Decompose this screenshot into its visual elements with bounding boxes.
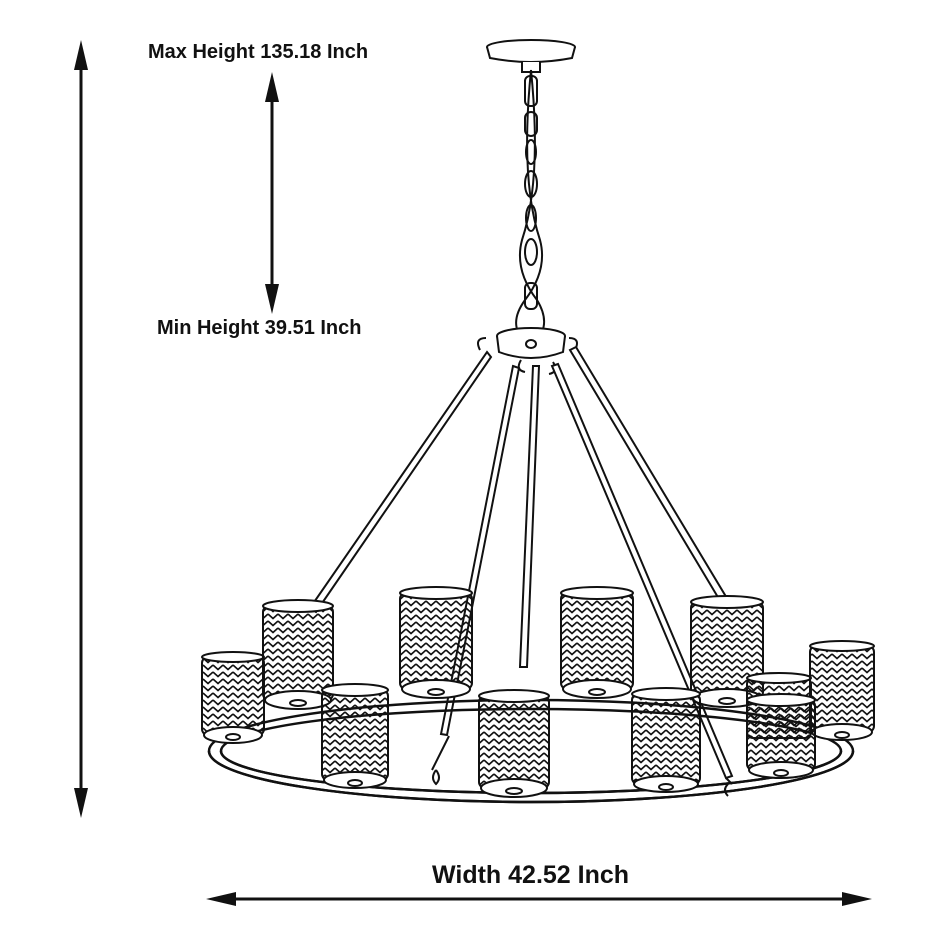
max-height-label: Max Height 135.18 Inch bbox=[148, 41, 369, 63]
center-hub bbox=[477, 327, 578, 375]
lamp-shade bbox=[321, 683, 389, 789]
min-height-label: Min Height 39.51 Inch bbox=[157, 317, 362, 339]
support-rods bbox=[308, 345, 734, 797]
ceiling-canopy bbox=[486, 39, 576, 73]
lamp-shade bbox=[631, 687, 701, 793]
lamp-shade bbox=[560, 586, 634, 699]
min-height-arrow bbox=[265, 72, 279, 314]
lamp-shade bbox=[201, 651, 265, 744]
lamp-shade bbox=[809, 640, 875, 741]
lamp-shades bbox=[201, 586, 875, 744]
lamp-shade bbox=[690, 595, 764, 708]
width-label: Width 42.52 Inch bbox=[432, 861, 630, 889]
lamp-shade bbox=[746, 693, 816, 779]
max-height-arrow bbox=[74, 40, 88, 818]
lamp-shade bbox=[478, 689, 550, 798]
hanging-chain bbox=[515, 69, 546, 333]
lamp-shade bbox=[262, 599, 334, 710]
width-arrow bbox=[206, 892, 872, 906]
lamp-shades-front bbox=[321, 683, 816, 798]
lamp-shade bbox=[399, 586, 473, 699]
